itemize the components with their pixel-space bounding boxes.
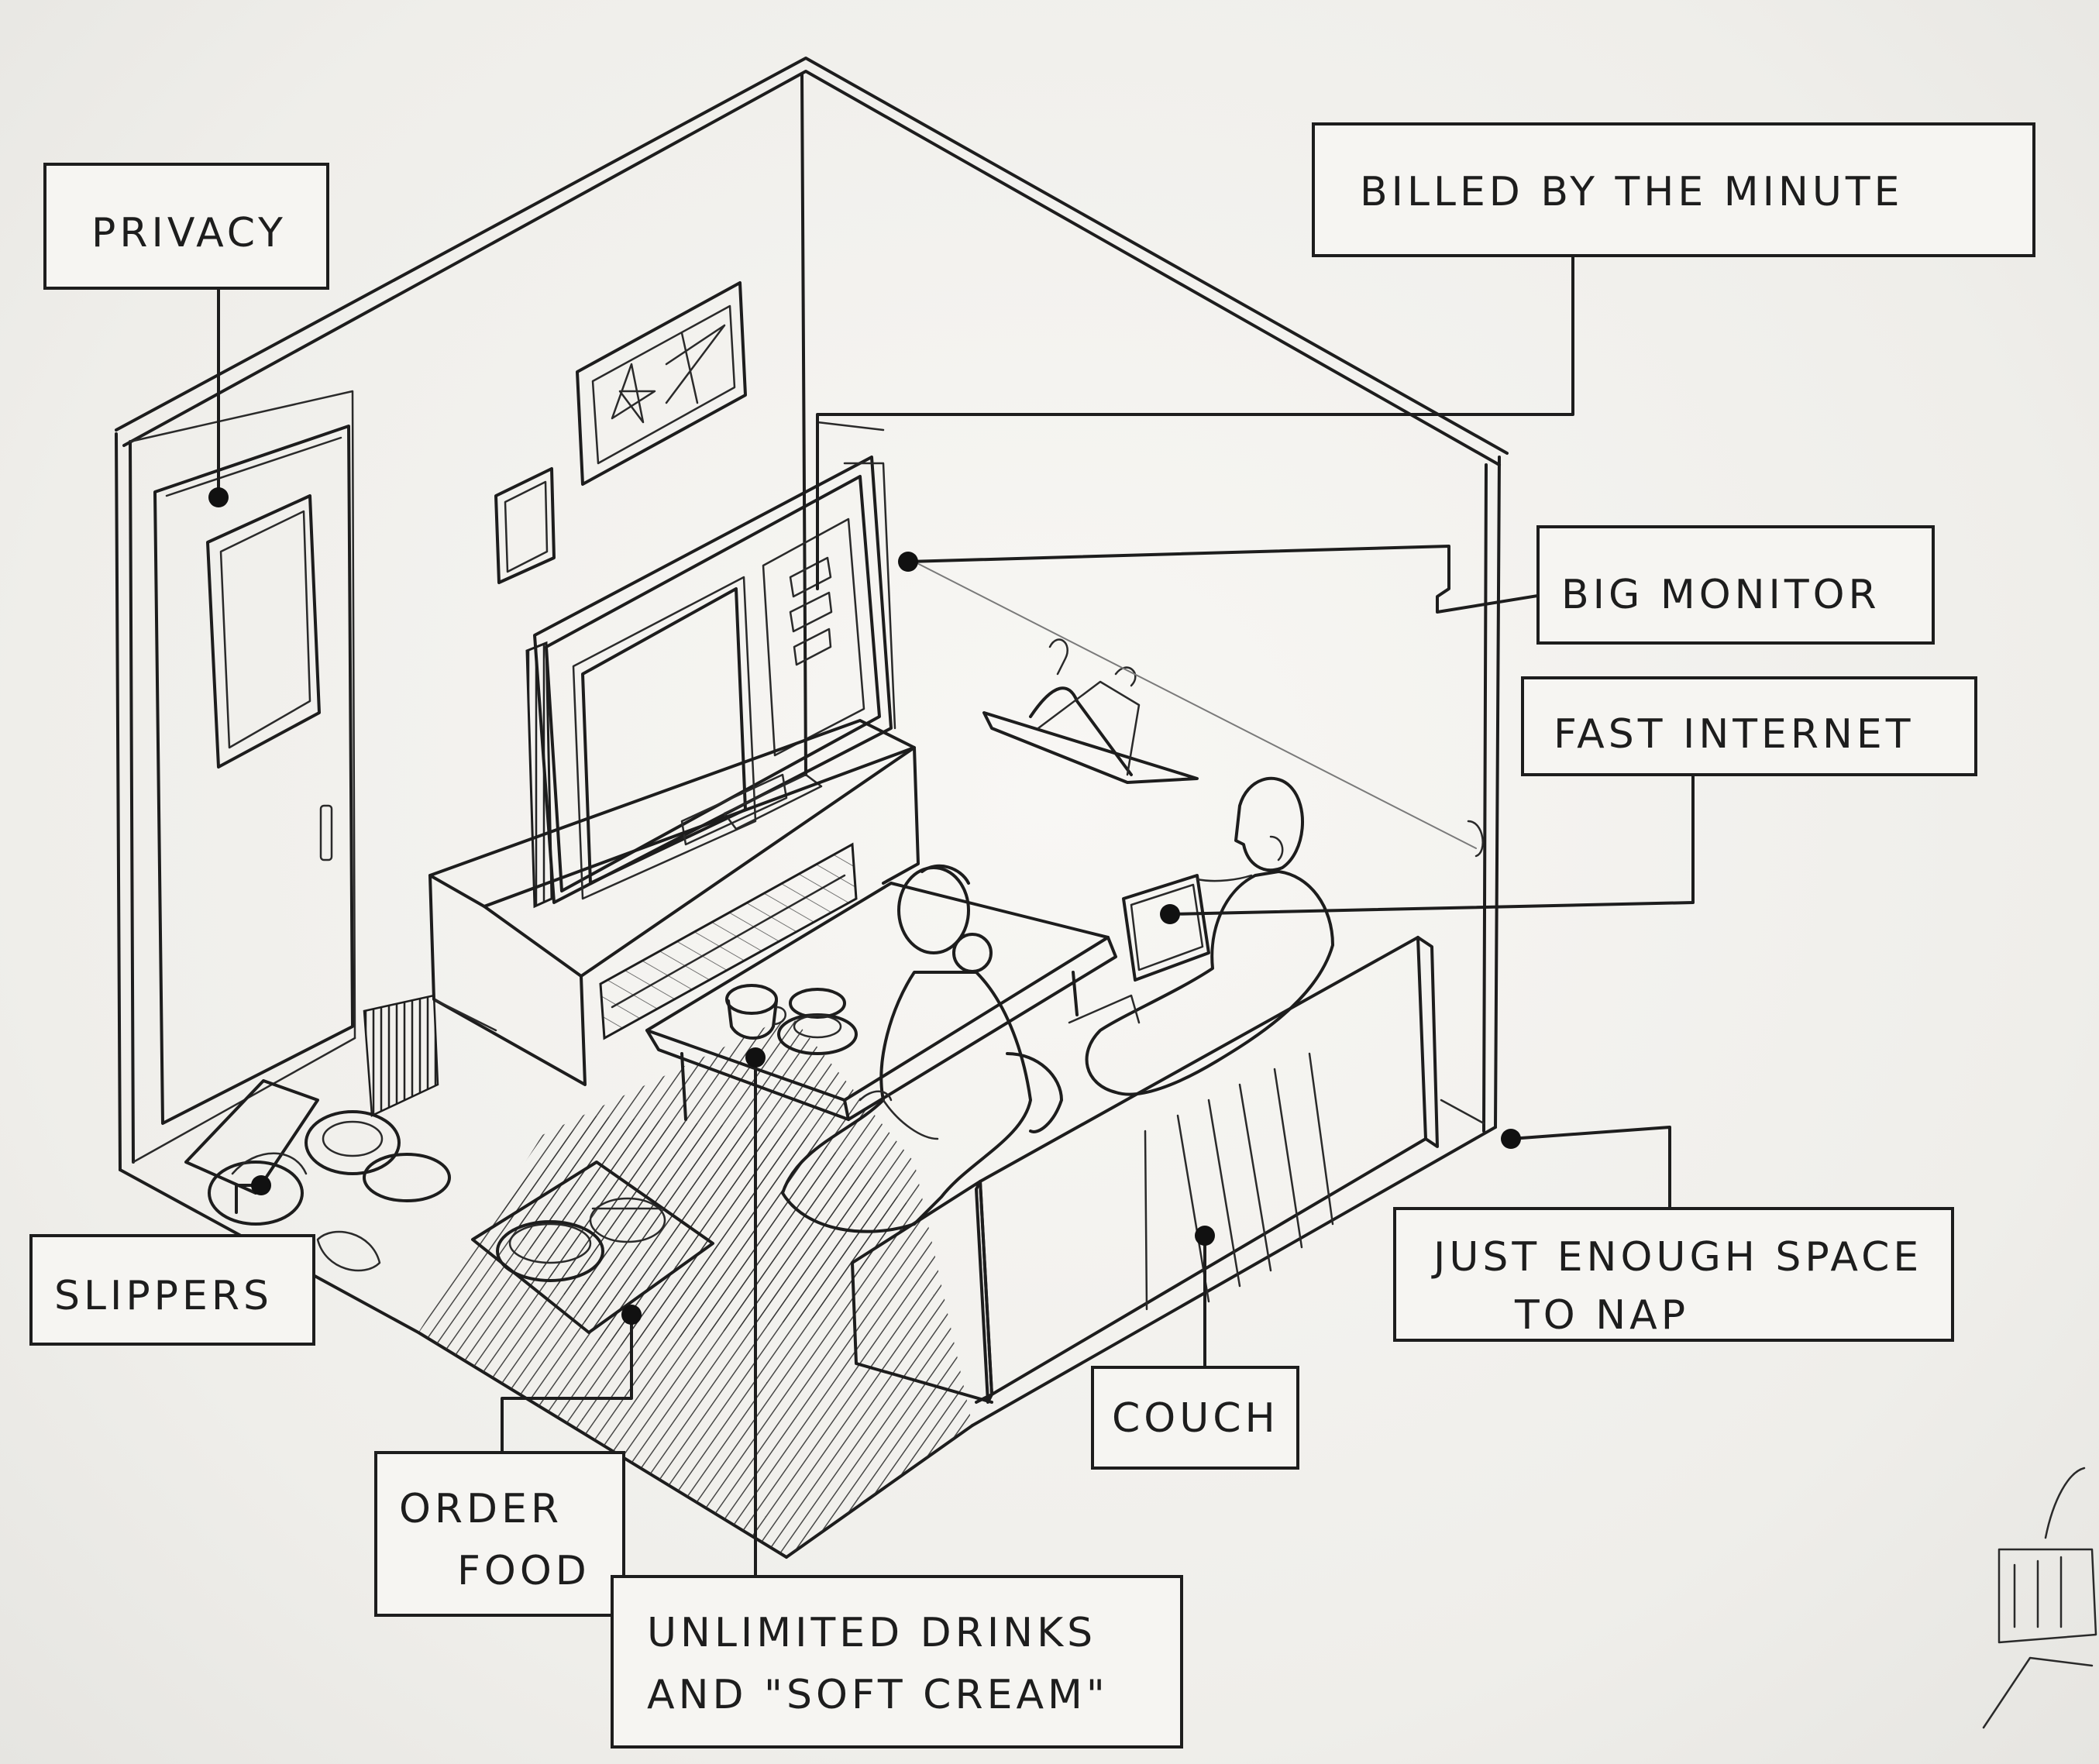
svg-text:FAST INTERNET: FAST INTERNET	[1554, 711, 1915, 758]
label-just-enough-space: JUST ENOUGH SPACE TO NAP	[1393, 1207, 1954, 1342]
label-privacy: PRIVACY	[43, 163, 329, 290]
svg-text:BILLED BY THE MINUTE: BILLED BY THE MINUTE	[1360, 169, 1904, 215]
leader-lines	[208, 254, 1695, 1578]
slippers-drawing	[184, 1079, 451, 1272]
svg-text:JUST ENOUGH SPACE: JUST ENOUGH SPACE	[1431, 1234, 1922, 1281]
cable-line	[906, 557, 1477, 849]
svg-text:PRIVACY: PRIVACY	[91, 210, 287, 256]
svg-text:COUCH: COUCH	[1112, 1395, 1279, 1442]
label-big-monitor: BIG MONITOR	[1536, 525, 1935, 645]
food-tray	[471, 1161, 714, 1334]
label-order-food: ORDER FOOD	[374, 1451, 625, 1617]
coat-hanger	[982, 638, 1199, 784]
label-couch: COUCH	[1091, 1366, 1299, 1470]
svg-text:SLIPPERS: SLIPPERS	[54, 1273, 273, 1319]
svg-text:FOOD: FOOD	[457, 1548, 590, 1594]
svg-text:BIG MONITOR: BIG MONITOR	[1561, 572, 1880, 618]
low-table	[645, 882, 1117, 1121]
svg-text:AND "SOFT CREAM": AND "SOFT CREAM"	[647, 1672, 1109, 1718]
wall-outlet	[1467, 820, 1484, 858]
label-billed-by-the-minute: BILLED BY THE MINUTE	[1312, 122, 2035, 257]
label-slippers: SLIPPERS	[29, 1234, 315, 1346]
person-female	[781, 864, 1063, 1233]
couch-drawing	[851, 936, 1439, 1404]
floor-shadow	[418, 1015, 972, 1557]
big-monitor-drawing	[525, 456, 896, 909]
wall-art	[494, 281, 747, 584]
label-fast-internet: FAST INTERNET	[1521, 676, 1977, 776]
label-unlimited-drinks: UNLIMITED DRINKS AND "SOFT CREAM"	[611, 1575, 1183, 1749]
desk-cabinet	[363, 719, 920, 1117]
svg-text:UNLIMITED DRINKS: UNLIMITED DRINKS	[647, 1610, 1096, 1656]
svg-text:TO NAP: TO NAP	[1514, 1292, 1689, 1339]
door	[153, 425, 354, 1125]
edge-sketch-fragment	[1982, 1467, 2097, 1729]
svg-text:ORDER: ORDER	[399, 1486, 563, 1532]
person-male	[1085, 776, 1334, 1096]
